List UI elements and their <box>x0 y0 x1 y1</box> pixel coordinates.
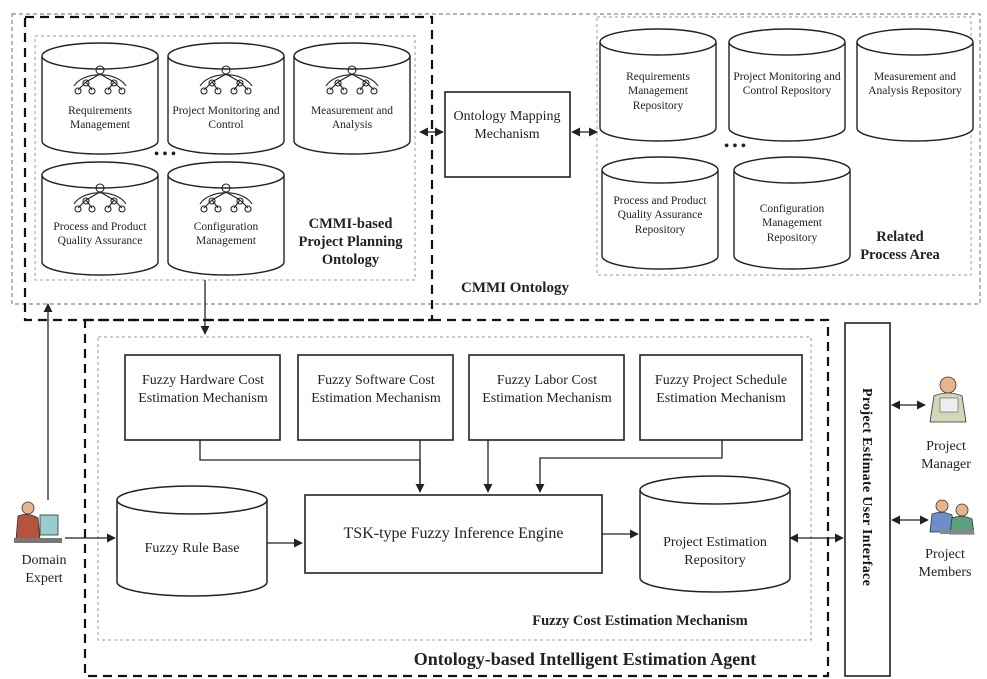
fuzzy-cost-label: Fuzzy Cost Estimation Mechanism <box>532 613 748 629</box>
related-label-measurement: Measurement and Analysis Repository <box>868 71 962 98</box>
cylinder-requirements-management <box>41 42 159 155</box>
cylinder-project-monitoring <box>167 42 285 155</box>
project-members-label: Project Members <box>918 547 972 580</box>
fuzzy-schedule-box <box>639 354 803 441</box>
inference-engine-label: TSK-type Fuzzy Inference Engine <box>343 525 564 542</box>
related-label-configuration: Configuration Management Repository <box>759 203 825 244</box>
domain-expert-label: Domain Expert <box>21 553 67 586</box>
fuzzy-software-box <box>297 354 454 441</box>
fuzzy-schedule-label: Fuzzy Project Schedule Estimation Mechan… <box>654 373 788 406</box>
related-area-label: Related Process Area <box>860 229 940 264</box>
cmmi-ontology-label: CMMI Ontology <box>461 280 569 296</box>
repo-cylinder-requirements <box>599 28 717 142</box>
related-area-frame <box>596 16 972 276</box>
cmmi-label-configuration: Configuration Management <box>193 221 259 248</box>
user-interface-box <box>844 322 891 677</box>
fuzzy-hardware-box <box>124 354 281 441</box>
repo-cylinder-configuration <box>733 156 851 270</box>
inference-engine-box <box>304 494 603 574</box>
repo-cylinder-quality <box>601 156 719 270</box>
related-label-requirements: Requirements Management Repository <box>626 71 690 112</box>
project-manager-icon <box>929 376 967 423</box>
project-manager-label: Project Manager <box>921 439 971 472</box>
cmmi-label-monitoring: Project Monitoring and Control <box>172 105 280 132</box>
ellipsis-dots: • • • <box>154 147 176 162</box>
cmmi-ontology-frame <box>11 13 981 305</box>
repo-cylinder-monitoring <box>728 28 846 142</box>
cmmi-label-measurement: Measurement and Analysis <box>310 105 394 132</box>
ui-label: Project Estimate User Interface <box>859 388 874 587</box>
project-members-icon <box>929 499 975 535</box>
cylinder-quality-assurance <box>41 161 159 276</box>
fuzzy-labor-box <box>468 354 625 441</box>
cylinder-configuration-management <box>167 161 285 276</box>
fuzzy-software-label: Fuzzy Software Cost Estimation Mechanism <box>311 373 441 406</box>
estimation-repo-cylinder <box>639 475 791 593</box>
ontology-tree-icon <box>73 65 379 213</box>
rule-base-label: Fuzzy Rule Base <box>144 541 240 556</box>
fuzzy-labor-label: Fuzzy Labor Cost Estimation Mechanism <box>482 373 612 406</box>
ontology-group-label: CMMI-based Project Planning Ontology <box>298 216 403 269</box>
cmmi-label-requirements: Requirements Management <box>68 105 132 132</box>
mapping-box <box>444 91 571 178</box>
fuzzy-hardware-label: Fuzzy Hardware Cost Estimation Mechanism <box>138 373 268 406</box>
agent-frame <box>83 318 830 678</box>
cmmi-label-quality: Process and Product Quality Assurance <box>53 221 147 248</box>
connector-arrows <box>43 127 929 548</box>
repo-cylinder-measurement <box>856 28 974 142</box>
estimation-repo-label: Project Estimation Repository <box>663 535 767 568</box>
rule-base-cylinder <box>116 485 268 597</box>
related-ellipsis: • • • <box>724 139 746 154</box>
related-label-quality: Process and Product Quality Assurance Re… <box>613 195 707 236</box>
fuzzy-cost-frame <box>97 336 812 641</box>
cylinder-measurement-analysis <box>293 42 411 155</box>
domain-expert-icon <box>14 501 62 543</box>
related-label-monitoring: Project Monitoring and Control Repositor… <box>733 71 841 98</box>
mapping-label: Ontology Mapping Mechanism <box>453 109 561 142</box>
agent-label: Ontology-based Intelligent Estimation Ag… <box>413 649 757 669</box>
